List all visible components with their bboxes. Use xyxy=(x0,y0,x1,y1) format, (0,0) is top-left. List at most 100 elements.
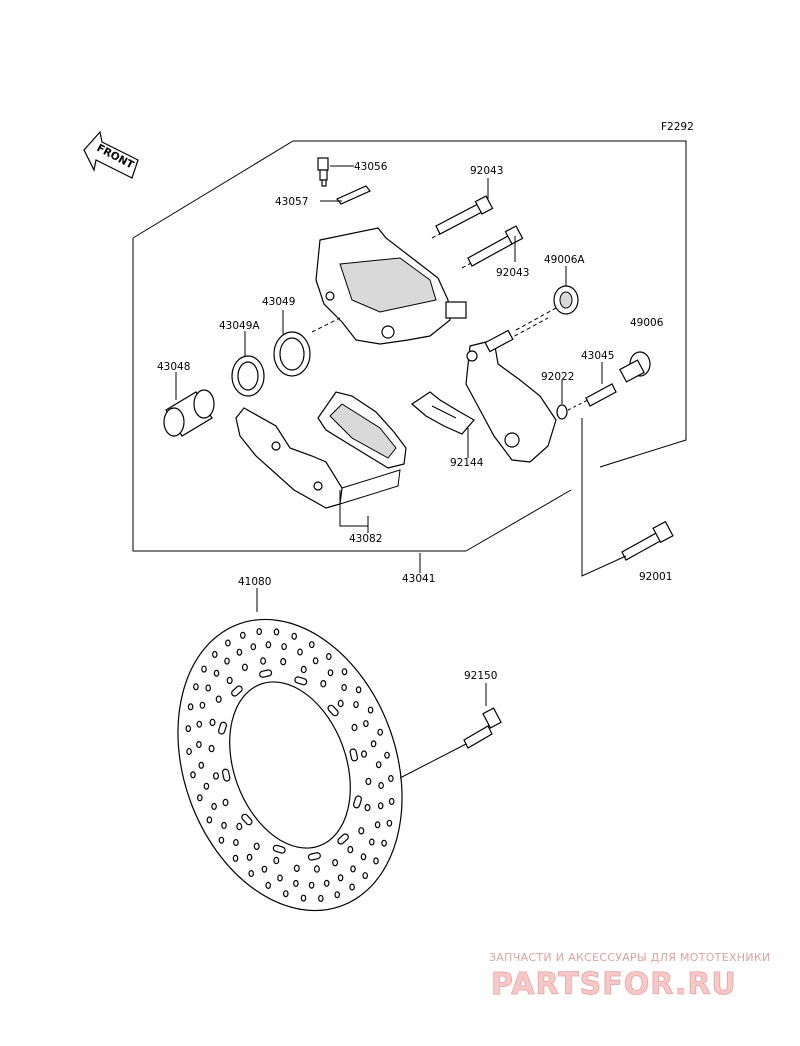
disc-hole xyxy=(341,683,347,691)
disc-hole xyxy=(213,772,220,780)
disc-vent-slot xyxy=(231,685,243,697)
part-label: 43049 xyxy=(262,296,295,308)
diagram-code: F2292 xyxy=(661,121,694,133)
disc-hole xyxy=(277,874,283,882)
brake-pad-outer xyxy=(235,407,401,509)
disc-hole xyxy=(211,802,217,810)
disc-hole xyxy=(325,652,332,660)
disc-hole xyxy=(320,680,327,688)
disc-hole xyxy=(198,761,205,769)
disc-hole xyxy=(293,879,299,887)
disc-hole xyxy=(386,819,393,827)
disc-hole xyxy=(253,842,260,851)
disc-hole xyxy=(381,839,387,847)
disc-hole xyxy=(365,777,372,786)
piston-43048 xyxy=(163,389,215,437)
disc-hole xyxy=(273,856,280,865)
disc-hole xyxy=(206,816,213,824)
disc-vent-slot xyxy=(349,748,359,762)
disc-hole xyxy=(212,650,218,658)
part-label: 43056 xyxy=(354,161,388,173)
disc-hole xyxy=(273,628,280,636)
disc-hole xyxy=(293,864,300,873)
part-label: 43057 xyxy=(275,196,308,208)
disc-hole xyxy=(221,821,227,829)
disc-hole xyxy=(197,794,203,802)
disc-hole xyxy=(308,641,315,649)
disc-hole xyxy=(360,853,367,861)
disc-hole xyxy=(358,827,365,835)
disc-hole xyxy=(208,744,215,753)
disc-hole xyxy=(201,665,207,673)
leader-lines xyxy=(175,165,603,706)
part-label: 92144 xyxy=(450,457,484,469)
disc-hole xyxy=(185,725,192,733)
disc-hole xyxy=(240,631,246,639)
disc-hole xyxy=(375,761,382,769)
dust-seal-43049a xyxy=(231,355,265,397)
disc-hole xyxy=(377,802,384,810)
disc-hole xyxy=(327,669,334,677)
disc-hole xyxy=(236,648,243,656)
bracket-bolt-92001 xyxy=(581,418,674,577)
disc-hole xyxy=(209,718,216,727)
front-arrow-icon: FRONT xyxy=(83,130,139,179)
disc-hole xyxy=(256,628,263,636)
caliper-bracket xyxy=(465,317,557,463)
part-label: 92150 xyxy=(464,670,497,682)
disc-hole xyxy=(297,648,303,656)
pin-43045 xyxy=(567,383,617,411)
disc-hole xyxy=(337,699,344,708)
part-label: 41080 xyxy=(238,576,271,588)
part-label: 43082 xyxy=(349,533,382,545)
disc-hole xyxy=(332,859,339,867)
disc-hole xyxy=(373,857,379,865)
disc-hole xyxy=(334,891,341,899)
disc-hole xyxy=(350,865,356,873)
part-label: 92043 xyxy=(470,165,503,177)
watermark-logo: PARTSFOR.RU xyxy=(491,967,737,1002)
part-label: 43041 xyxy=(402,573,435,585)
disc-vent-slot xyxy=(327,704,339,717)
disc-hole xyxy=(233,838,239,846)
part-label: 43045 xyxy=(581,350,614,362)
disc-hole xyxy=(388,774,394,782)
disc-hole xyxy=(351,723,358,732)
disc-hole xyxy=(323,879,330,887)
disc-hole xyxy=(362,872,369,880)
bolt-92043-upper xyxy=(431,195,494,239)
disc-hole xyxy=(378,781,384,789)
disc-hole xyxy=(282,890,289,898)
disc-hole xyxy=(388,797,395,805)
brake-pad-inner xyxy=(317,391,407,469)
disc-hole xyxy=(261,865,268,873)
disc-vent-slot xyxy=(259,669,273,678)
disc-hole xyxy=(312,657,319,665)
disc-hole xyxy=(265,641,272,649)
disc-hole xyxy=(218,836,225,844)
ring-92022 xyxy=(556,404,568,420)
disc-vent-slot xyxy=(218,721,227,735)
disc-vent-slot xyxy=(241,813,253,826)
disc-hole xyxy=(196,740,202,748)
part-label: 92043 xyxy=(496,267,529,279)
part-label: 92022 xyxy=(541,371,574,383)
disc-hole xyxy=(260,657,267,665)
disc-hole xyxy=(205,684,212,692)
disc-vent-slot xyxy=(353,795,362,809)
disc-hole xyxy=(364,803,371,812)
disc-vent-slot xyxy=(272,844,286,854)
disc-hole xyxy=(281,643,287,651)
disc-vent-slot xyxy=(221,768,231,782)
disc-hole xyxy=(225,639,231,647)
disc-hole xyxy=(355,686,362,694)
disc-hole xyxy=(246,853,253,861)
disc-hole xyxy=(265,881,272,889)
disc-hole xyxy=(203,782,210,790)
disc-hole xyxy=(187,703,194,711)
disc-hole xyxy=(300,665,307,674)
brake-disc xyxy=(177,618,403,912)
part-label: 49006A xyxy=(544,254,585,266)
disc-hole xyxy=(248,869,255,877)
disc-vent-slot xyxy=(337,833,349,845)
